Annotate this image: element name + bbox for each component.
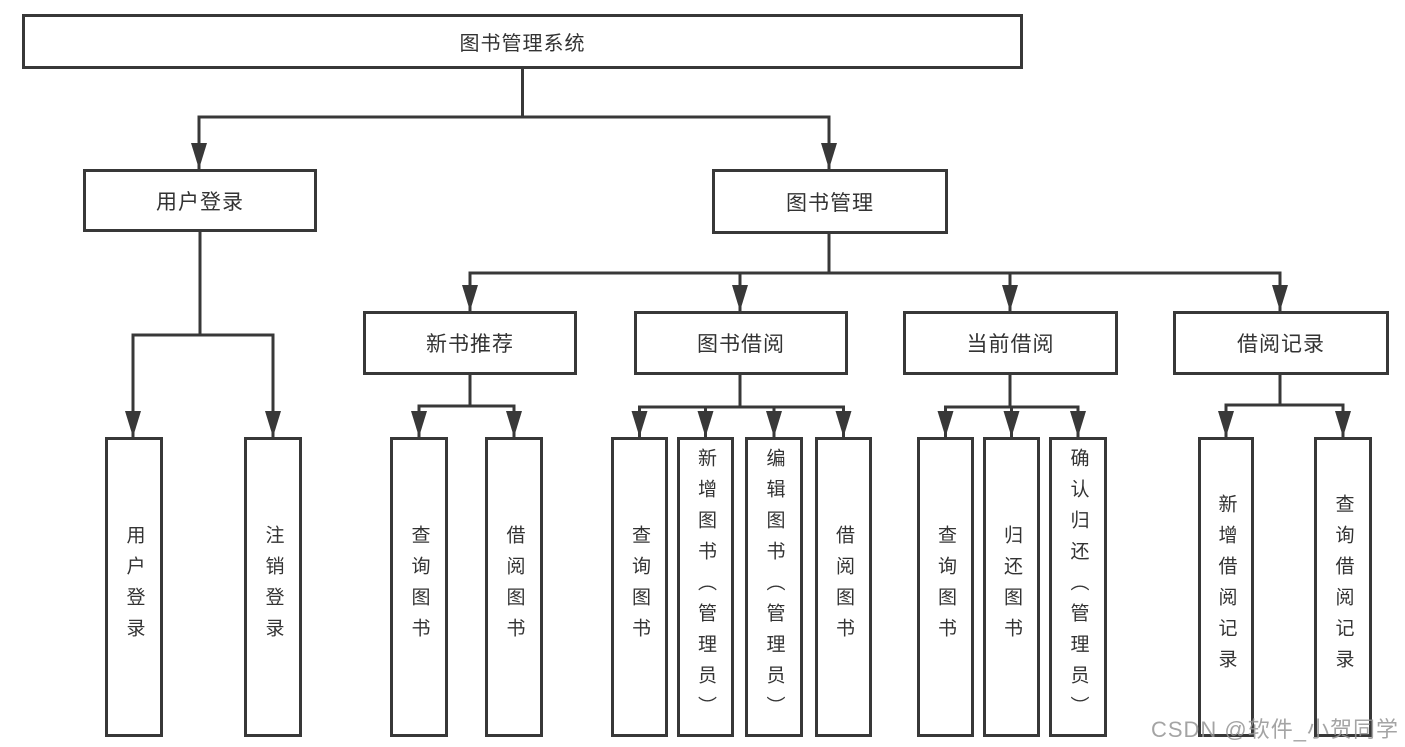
node-label: 借阅图书 <box>503 525 525 649</box>
node-label: 当前借阅 <box>966 333 1055 356</box>
node-current-borrowing: 当前借阅 <box>903 311 1118 375</box>
node-label: 查询图书 <box>935 525 956 649</box>
node-label: 查询图书 <box>408 525 430 649</box>
node-label: 新书推荐 <box>426 333 514 356</box>
leaf-borrow-books-recommend: 借阅图书 <box>485 437 543 737</box>
node-label: 查询图书 <box>629 525 650 649</box>
leaf-query-books-borrowing: 查询图书 <box>611 437 668 737</box>
node-label: 新增借阅记录 <box>1215 494 1237 680</box>
node-label: 查询借阅记录 <box>1332 494 1354 680</box>
node-root: 图书管理系统 <box>22 14 1023 69</box>
node-label: 借阅记录 <box>1237 333 1325 356</box>
leaf-edit-books-admin: 编辑图书（管理员） <box>745 437 803 737</box>
leaf-add-borrow-record: 新增借阅记录 <box>1198 437 1254 737</box>
node-label: 注销登录 <box>262 525 284 649</box>
leaf-return-books: 归还图书 <box>983 437 1040 737</box>
node-label: 图书借阅 <box>697 333 785 356</box>
node-new-book-recommend: 新书推荐 <box>363 311 577 375</box>
node-label: 确认归还（管理员） <box>1067 447 1089 727</box>
leaf-query-books-recommend: 查询图书 <box>390 437 448 737</box>
leaf-logout: 注销登录 <box>244 437 302 737</box>
node-user-login: 用户登录 <box>83 169 317 232</box>
watermark: CSDN @软件_小贺同学 <box>1150 717 1399 742</box>
leaf-user-login: 用户登录 <box>105 437 163 737</box>
node-label: 图书管理 <box>786 191 874 215</box>
node-book-borrowing: 图书借阅 <box>634 311 848 375</box>
leaf-query-borrow-record: 查询借阅记录 <box>1314 437 1372 737</box>
leaf-confirm-return-admin: 确认归还（管理员） <box>1049 437 1107 737</box>
node-label: 用户登录 <box>123 525 145 649</box>
node-book-management: 图书管理 <box>712 169 948 234</box>
node-label: 归还图书 <box>1001 525 1022 649</box>
node-label: 编辑图书（管理员） <box>763 447 785 727</box>
node-label: 新增图书（管理员） <box>695 447 716 727</box>
node-label: 用户登录 <box>156 190 244 214</box>
leaf-query-books-current: 查询图书 <box>917 437 974 737</box>
node-borrowing-records: 借阅记录 <box>1173 311 1389 375</box>
leaf-borrow-books-borrowing: 借阅图书 <box>815 437 872 737</box>
node-label: 借阅图书 <box>833 525 854 649</box>
node-label: 图书管理系统 <box>459 33 586 55</box>
leaf-add-books-admin: 新增图书（管理员） <box>677 437 734 737</box>
